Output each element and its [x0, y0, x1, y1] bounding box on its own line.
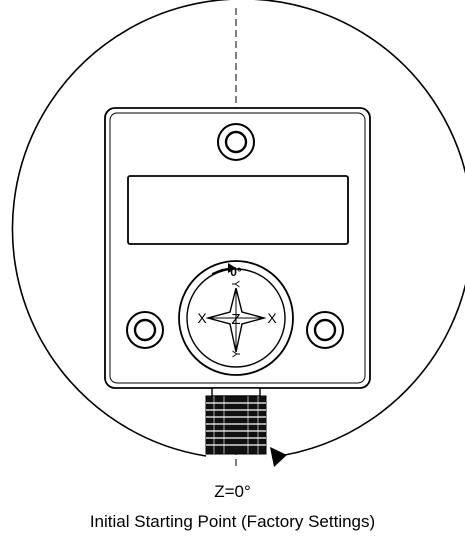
compass-dial: 0° Y X X Z Y	[178, 260, 294, 376]
caption-label: Initial Starting Point (Factory Settings…	[89, 512, 376, 531]
mounting-hole-left	[126, 311, 164, 349]
angle-label: Z=0°	[214, 482, 251, 501]
zero-degree-label: 0°	[230, 265, 242, 279]
axis-y-label-bottom: Y	[231, 350, 243, 358]
mounting-hole-top	[217, 123, 255, 161]
mounting-hole-right	[306, 311, 344, 349]
cable-connector	[205, 387, 267, 455]
sensor-diagram: 0° Y X X Z Y	[11, 0, 465, 470]
axis-x-label-left: X	[197, 310, 207, 326]
rotation-arrow	[270, 447, 287, 467]
axis-z-label: Z	[231, 311, 240, 328]
axis-x-label-right: X	[267, 310, 277, 326]
display-window	[127, 175, 349, 245]
axis-y-label-top: Y	[229, 280, 241, 288]
rotation-circle	[11, 0, 465, 458]
